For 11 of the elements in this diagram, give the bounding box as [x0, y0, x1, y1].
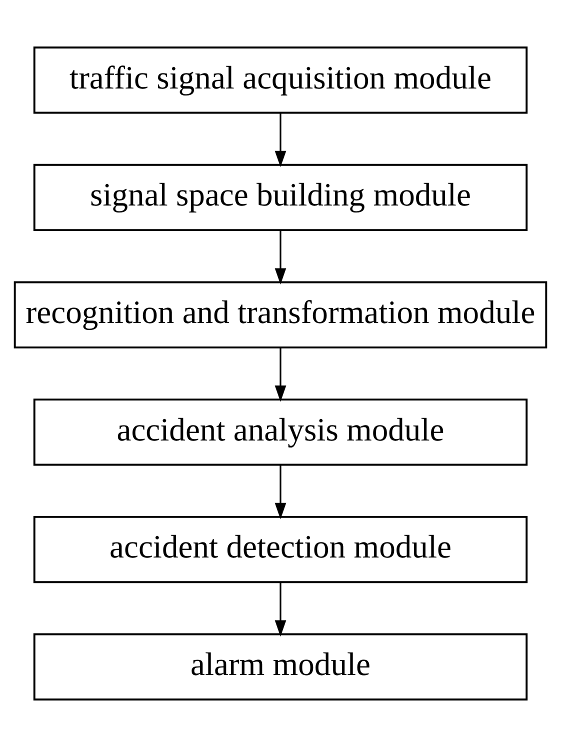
arrow	[274, 464, 286, 519]
node-box: recognition and transformation module	[14, 280, 548, 348]
node-box: signal space building module	[33, 163, 528, 231]
arrow	[274, 582, 286, 636]
node-box: accident analysis module	[33, 398, 528, 466]
node-box: alarm module	[33, 632, 528, 700]
arrow	[274, 230, 286, 284]
arrow	[274, 112, 286, 167]
node-box: accident detection module	[33, 515, 528, 583]
node-box: traffic signal acquisition module	[33, 46, 528, 114]
arrow	[274, 347, 286, 402]
